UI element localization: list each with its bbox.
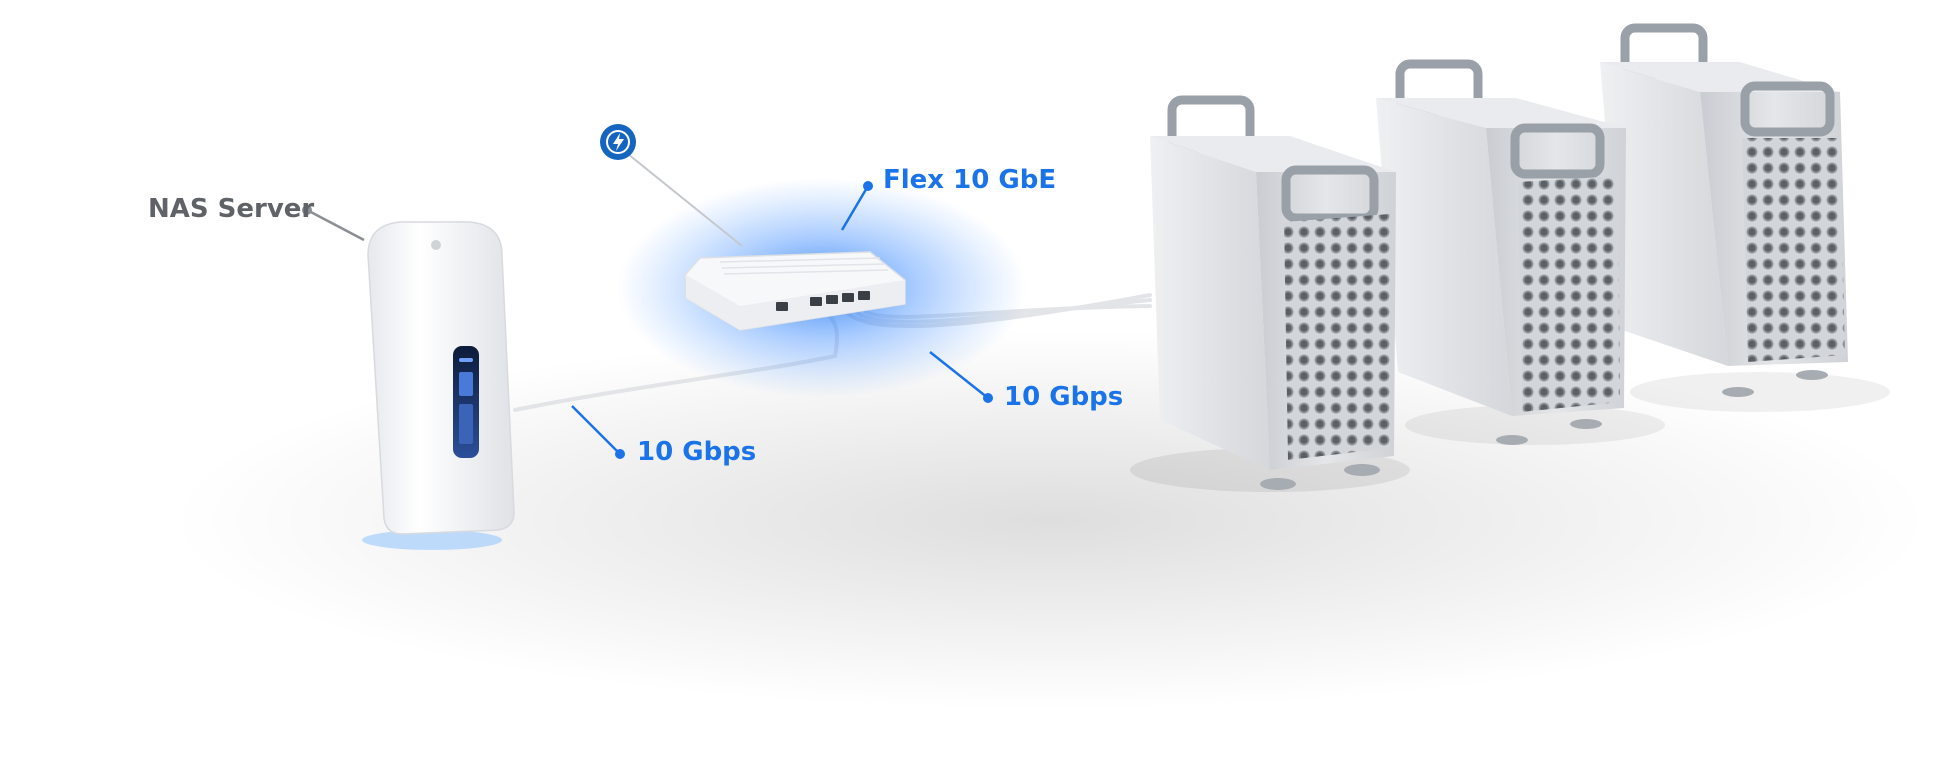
floor-shadow — [170, 330, 1930, 710]
switch-leader-dot — [863, 181, 873, 191]
link-speed-label-workstations: 10 Gbps — [1004, 382, 1124, 412]
workstation-2 — [1376, 59, 1665, 445]
workstation-3 — [1600, 23, 1890, 412]
nas-server — [362, 221, 515, 550]
link-ws-leader-line — [929, 351, 989, 399]
link-ws-leader-dot — [983, 393, 993, 403]
badge-leader-line — [617, 145, 743, 247]
network-switch — [684, 251, 906, 331]
switch-port-2 — [810, 297, 822, 306]
workstation-1 — [1130, 95, 1410, 492]
switch-port-3 — [826, 295, 838, 304]
label-leaders — [302, 181, 993, 459]
link-speed-label-nas: 10 Gbps — [637, 437, 757, 467]
switch-leader-line — [840, 185, 870, 231]
nas-server-label: NAS Server — [148, 194, 315, 224]
nas-leader-line — [306, 208, 365, 242]
switch-ports — [776, 291, 870, 311]
switch-label: Flex 10 GbE — [883, 165, 1057, 195]
switch-port-4 — [842, 293, 854, 302]
link-nas-leader-dot — [615, 449, 625, 459]
link-nas-leader-line — [571, 405, 621, 455]
nas-status-light — [362, 530, 502, 550]
nas-leader-dot — [302, 205, 312, 215]
switch-port-5 — [858, 291, 870, 300]
lightning-bolt-icon — [600, 124, 636, 160]
switch-port-1 — [776, 302, 788, 311]
